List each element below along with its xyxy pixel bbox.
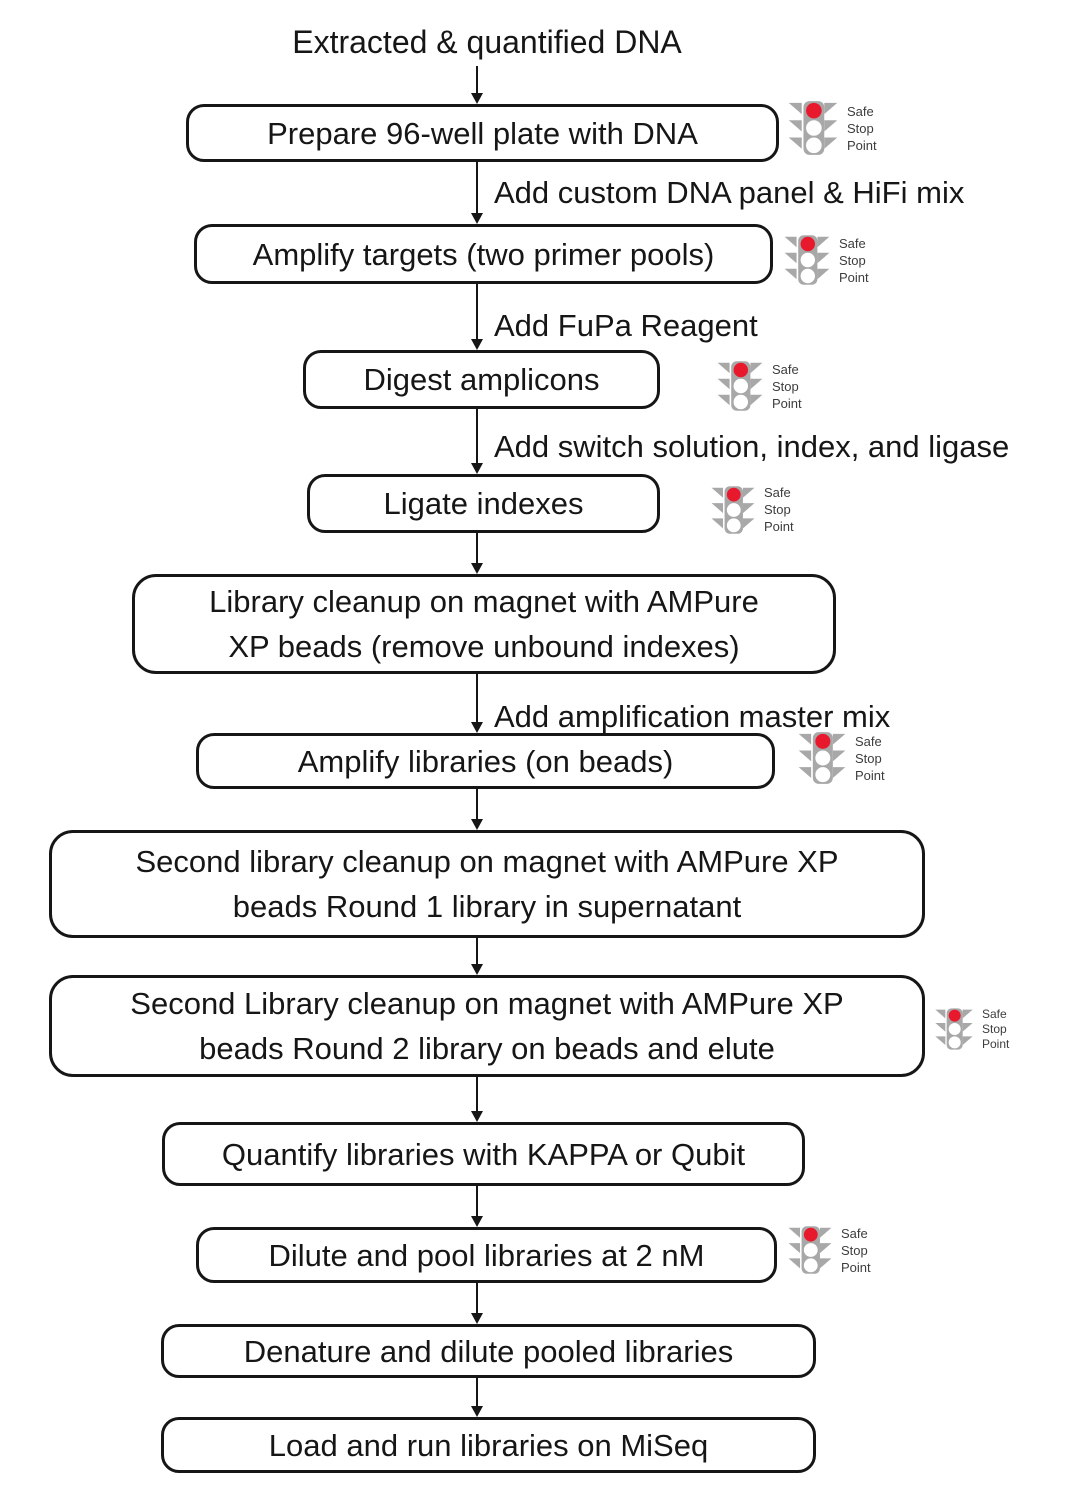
arrowhead-icon [471, 563, 483, 574]
arrowhead-icon [471, 463, 483, 474]
arrowhead-icon [471, 722, 483, 733]
safe-stop-word: Stop [764, 502, 791, 517]
traffic-light-icon [788, 101, 838, 155]
safe-stop-word: Point [847, 137, 877, 153]
safe-stop-word: Point [841, 1259, 871, 1275]
safe-stop-point-indicator: Safe Stop Point [783, 234, 869, 286]
safe-stop-word: Stop [772, 378, 799, 394]
traffic-light-icon [711, 485, 755, 534]
step-label: Load and run libraries on MiSeq [268, 1427, 709, 1463]
start-node-label: Extracted & quantified DNA [292, 24, 682, 60]
step-label: Amplify targets (two primer pools) [252, 236, 715, 272]
traffic-light-icon [935, 1008, 973, 1050]
edge-label-add-switch-index-ligase: Add switch solution, index, and ligase [494, 429, 1010, 464]
safe-stop-word: Stop [839, 252, 866, 268]
arrowhead-icon [471, 339, 483, 350]
safe-stop-word: Point [855, 767, 885, 783]
step-box-dilute-pool-libraries: Dilute and pool libraries at 2 nM [196, 1227, 777, 1283]
step-box-second-cleanup-round1: Second library cleanup on magnet with AM… [49, 830, 925, 938]
flow-arrow-9 [471, 1077, 483, 1122]
step-box-amplify-libraries: Amplify libraries (on beads) [196, 733, 775, 789]
arrowhead-icon [471, 93, 483, 104]
safe-stop-word: Stop [982, 1021, 1007, 1036]
flow-arrow-11 [471, 1283, 483, 1324]
step-box-prepare-plate: Prepare 96-well plate with DNA [186, 104, 779, 162]
safe-stop-point-indicator: Safe Stop Point [934, 1006, 1009, 1052]
step-box-second-cleanup-round2: Second Library cleanup on magnet with AM… [49, 975, 925, 1077]
flow-arrow-5 [471, 533, 483, 574]
safe-stop-point-indicator: Safe Stop Point [710, 484, 794, 535]
arrowhead-icon [471, 213, 483, 224]
step-label: Quantify libraries with KAPPA or Qubit [221, 1136, 746, 1172]
step-label-line: beads Round 1 library in supernatant [232, 889, 742, 924]
traffic-light-icon [798, 732, 846, 784]
step-label: Digest amplicons [363, 362, 600, 397]
step-box-load-run-miseq: Load and run libraries on MiSeq [161, 1417, 816, 1473]
safe-stop-word: Safe [841, 1225, 868, 1241]
safe-stop-word: Safe [839, 235, 866, 251]
flow-arrow-7 [471, 789, 483, 830]
safe-stop-point-indicator: Safe Stop Point [787, 100, 877, 156]
traffic-light-icon [717, 361, 763, 411]
arrowhead-icon [471, 1406, 483, 1417]
step-label: Dilute and pool libraries at 2 nM [268, 1237, 705, 1273]
safe-stop-word: Safe [982, 1006, 1007, 1021]
edge-label-add-panel-hifi-mix: Add custom DNA panel & HiFi mix [494, 175, 965, 210]
safe-stop-point-indicator: Safe Stop Point [787, 1224, 871, 1276]
step-box-amplify-targets: Amplify targets (two primer pools) [194, 224, 773, 284]
flow-arrow-3 [471, 284, 483, 350]
arrowhead-icon [471, 1216, 483, 1227]
step-label: Prepare 96-well plate with DNA [267, 115, 698, 151]
flow-arrow-12 [471, 1378, 483, 1417]
step-label-line: Library cleanup on magnet with AMPure [209, 584, 759, 619]
step-label: Amplify libraries (on beads) [297, 743, 674, 779]
safe-stop-point-indicator: Safe Stop Point [716, 360, 802, 412]
safe-stop-point-indicator: Safe Stop Point [797, 731, 885, 785]
arrowhead-icon [471, 1313, 483, 1324]
safe-stop-word: Safe [855, 733, 882, 749]
flow-arrow-6 [471, 674, 483, 733]
step-box-quantify-libraries: Quantify libraries with KAPPA or Qubit [162, 1122, 805, 1186]
step-label: Ligate indexes [383, 486, 584, 521]
step-label-line: beads Round 2 library on beads and elute [199, 1031, 775, 1066]
arrowhead-icon [471, 964, 483, 975]
safe-stop-word: Stop [847, 120, 874, 136]
safe-stop-word: Safe [847, 103, 874, 119]
step-label: Denature and dilute pooled libraries [243, 1333, 734, 1369]
flow-arrow-4 [471, 409, 483, 474]
flow-arrow-1 [471, 66, 483, 104]
step-label-line: Second Library cleanup on magnet with AM… [130, 986, 844, 1021]
flow-arrow-2 [471, 162, 483, 224]
safe-stop-word: Point [772, 395, 802, 411]
step-box-library-cleanup: Library cleanup on magnet with AMPure XP… [132, 574, 836, 674]
step-box-ligate-indexes: Ligate indexes [307, 474, 660, 533]
flow-arrow-10 [471, 1186, 483, 1227]
safe-stop-word: Stop [855, 750, 882, 766]
safe-stop-word: Safe [764, 485, 791, 500]
arrowhead-icon [471, 819, 483, 830]
step-label-line: Second library cleanup on magnet with AM… [135, 844, 839, 879]
edge-label-add-fupa-reagent: Add FuPa Reagent [494, 308, 758, 343]
arrowhead-icon [471, 1111, 483, 1122]
step-box-denature-dilute: Denature and dilute pooled libraries [161, 1324, 816, 1378]
safe-stop-word: Point [982, 1036, 1010, 1051]
edge-label-add-amplification-mix: Add amplification master mix [494, 699, 891, 734]
safe-stop-word: Point [764, 519, 794, 534]
step-label-line: XP beads (remove unbound indexes) [228, 629, 740, 664]
safe-stop-word: Stop [841, 1242, 868, 1258]
traffic-light-icon [784, 235, 830, 285]
safe-stop-word: Safe [772, 361, 799, 377]
step-box-digest-amplicons: Digest amplicons [303, 350, 660, 409]
safe-stop-word: Point [839, 269, 869, 285]
flow-arrow-8 [471, 938, 483, 975]
traffic-light-icon [788, 1226, 832, 1274]
